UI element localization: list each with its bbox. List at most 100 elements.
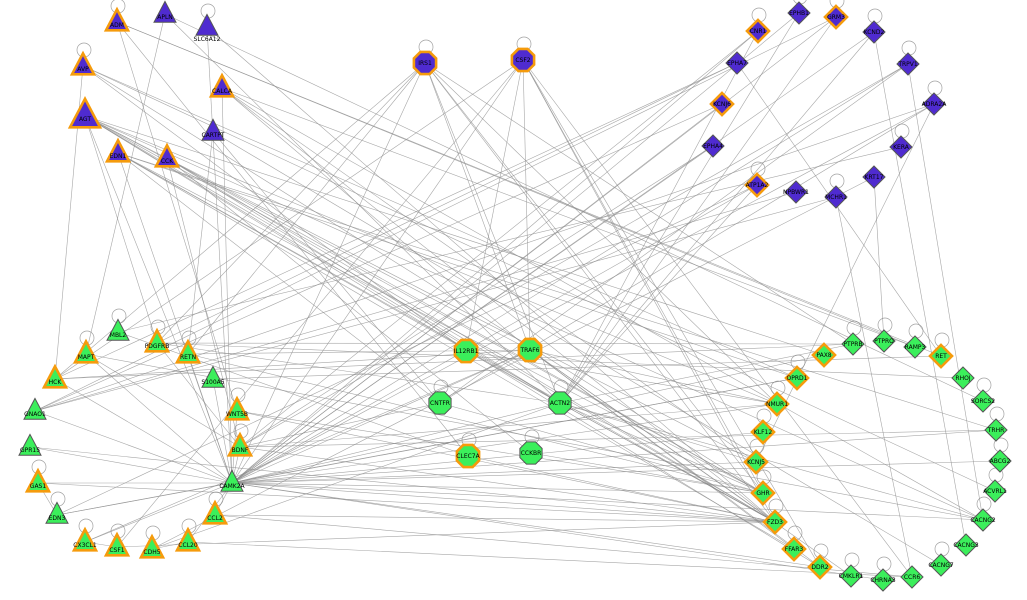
node-PAX8[interactable]: PAX8 xyxy=(811,342,837,368)
node-CCR6[interactable]: CCR6 xyxy=(900,565,924,589)
node-shape-diamond[interactable] xyxy=(762,509,788,535)
node-shape-diamond[interactable] xyxy=(725,51,749,75)
node-shape-triangle[interactable] xyxy=(24,467,52,493)
node-shape-diamond[interactable] xyxy=(971,508,995,532)
node-shape-triangle[interactable] xyxy=(23,397,47,420)
node-shape-diamond[interactable] xyxy=(922,92,946,116)
node-EDN3[interactable]: EDN3 xyxy=(45,501,69,524)
node-shape-diamond[interactable] xyxy=(928,343,954,369)
node-shape-triangle[interactable] xyxy=(41,363,69,389)
node-CX3CL1[interactable]: CX3CL1 xyxy=(71,526,99,552)
node-CLEC7A[interactable]: CLEC7A xyxy=(455,443,481,469)
node-shape-diamond[interactable] xyxy=(903,335,927,359)
node-shape-triangle[interactable] xyxy=(220,469,244,492)
node-shape-diamond[interactable] xyxy=(750,419,776,445)
node-shape-triangle[interactable] xyxy=(71,526,99,552)
node-shape-diamond[interactable] xyxy=(744,172,770,198)
node-CACNG7[interactable]: CACNG7 xyxy=(928,553,954,577)
node-shape-diamond[interactable] xyxy=(896,52,920,76)
node-shape-diamond[interactable] xyxy=(807,554,833,580)
node-shape-diamond[interactable] xyxy=(743,449,769,475)
node-shape-diamond[interactable] xyxy=(823,4,849,30)
node-shape-diamond[interactable] xyxy=(750,480,776,506)
node-shape-triangle[interactable] xyxy=(208,72,236,98)
node-shape-diamond[interactable] xyxy=(784,365,810,391)
node-shape-triangle[interactable] xyxy=(201,365,225,388)
node-CDH5[interactable]: CDH5 xyxy=(138,533,166,559)
node-CCKBR[interactable]: CCKBR xyxy=(519,441,543,465)
node-NPBWR1[interactable]: NPBWR1 xyxy=(783,180,809,204)
node-HCK[interactable]: HCK xyxy=(41,363,69,389)
node-CARTPT[interactable]: CARTPT xyxy=(201,118,225,141)
node-shape-triangle[interactable] xyxy=(69,50,97,76)
node-shape-triangle[interactable] xyxy=(104,137,132,163)
node-EDN1[interactable]: EDN1 xyxy=(104,137,132,163)
node-CHRNA3[interactable]: CHRNA3 xyxy=(870,568,896,592)
node-shape-diamond[interactable] xyxy=(862,20,886,44)
node-AGT[interactable]: AGT xyxy=(67,96,103,129)
node-shape-diamond[interactable] xyxy=(824,185,848,209)
node-shape-triangle[interactable] xyxy=(18,433,42,456)
node-shape-diamond[interactable] xyxy=(862,165,886,189)
node-PTPRO[interactable]: PTPRO xyxy=(872,329,896,353)
node-shape-diamond[interactable] xyxy=(951,366,975,390)
node-shape-triangle[interactable] xyxy=(45,501,69,524)
node-shape-octagon[interactable] xyxy=(412,50,438,76)
node-shape-diamond[interactable] xyxy=(839,564,863,588)
node-RHOJ[interactable]: RHOJ xyxy=(951,366,975,390)
node-TRHR[interactable]: TRHR xyxy=(984,418,1008,442)
node-shape-triangle[interactable] xyxy=(72,338,100,364)
node-shape-octagon[interactable] xyxy=(428,391,452,415)
node-shape-diamond[interactable] xyxy=(900,565,924,589)
node-shape-diamond[interactable] xyxy=(872,329,896,353)
node-IRS1[interactable]: IRS1 xyxy=(412,50,438,76)
node-shape-diamond[interactable] xyxy=(811,342,837,368)
node-WNT5B[interactable]: WNT5B xyxy=(223,395,251,421)
node-GAS1[interactable]: GAS1 xyxy=(24,467,52,493)
node-shape-octagon[interactable] xyxy=(517,337,543,363)
node-shape-triangle[interactable] xyxy=(103,531,131,557)
node-MCHR1[interactable]: MCHR1 xyxy=(824,185,848,209)
node-MAPT[interactable]: MAPT xyxy=(72,338,100,364)
node-TRPV1[interactable]: TRPV1 xyxy=(896,52,920,76)
node-shape-octagon[interactable] xyxy=(510,47,536,73)
node-shape-diamond[interactable] xyxy=(745,18,771,44)
node-shape-diamond[interactable] xyxy=(784,180,808,204)
node-CALCA[interactable]: CALCA xyxy=(208,72,236,98)
node-shape-diamond[interactable] xyxy=(954,533,978,557)
node-CACNG3[interactable]: CACNG3 xyxy=(953,533,979,557)
node-S100A5[interactable]: S100A5 xyxy=(201,365,225,388)
node-shape-triangle[interactable] xyxy=(195,13,219,36)
node-CNTFR[interactable]: CNTFR xyxy=(428,391,452,415)
node-CSF2[interactable]: CSF2 xyxy=(510,47,536,73)
node-PDGFRB[interactable]: PDGFRB xyxy=(143,327,171,353)
node-TRAF6[interactable]: TRAF6 xyxy=(517,337,543,363)
node-CACNG2[interactable]: CACNG2 xyxy=(970,508,996,532)
node-shape-triangle[interactable] xyxy=(201,499,229,525)
node-shape-diamond[interactable] xyxy=(781,536,807,562)
node-shape-triangle[interactable] xyxy=(174,338,202,364)
node-shape-diamond[interactable] xyxy=(787,1,811,25)
node-CCL20[interactable]: CCL20 xyxy=(174,526,202,552)
node-ATP1A2[interactable]: ATP1A2 xyxy=(744,172,770,198)
node-shape-diamond[interactable] xyxy=(983,479,1007,503)
node-shape-octagon[interactable] xyxy=(455,443,481,469)
node-ADRA2A[interactable]: ADRA2A xyxy=(922,92,948,116)
node-shape-triangle[interactable] xyxy=(143,327,171,353)
node-shape-diamond[interactable] xyxy=(764,391,790,417)
node-CCK[interactable]: CCK xyxy=(153,142,181,168)
node-shape-diamond[interactable] xyxy=(709,91,735,117)
node-ACTN2[interactable]: ACTN2 xyxy=(548,391,572,415)
node-shape-triangle[interactable] xyxy=(201,118,225,141)
node-EPHA4[interactable]: EPHA4 xyxy=(701,134,725,158)
node-APLN[interactable]: APLN xyxy=(153,0,177,23)
node-GRM3[interactable]: GRM3 xyxy=(823,4,849,30)
node-PTPRB[interactable]: PTPRB xyxy=(841,332,865,356)
node-ADM[interactable]: ADM xyxy=(103,6,131,32)
node-SORCS2[interactable]: SORCS2 xyxy=(971,389,995,413)
node-IL12RB1[interactable]: IL12RB1 xyxy=(454,338,479,364)
node-KRT17[interactable]: KRT17 xyxy=(862,165,886,189)
node-shape-triangle[interactable] xyxy=(106,318,130,341)
node-shape-triangle[interactable] xyxy=(138,533,166,559)
